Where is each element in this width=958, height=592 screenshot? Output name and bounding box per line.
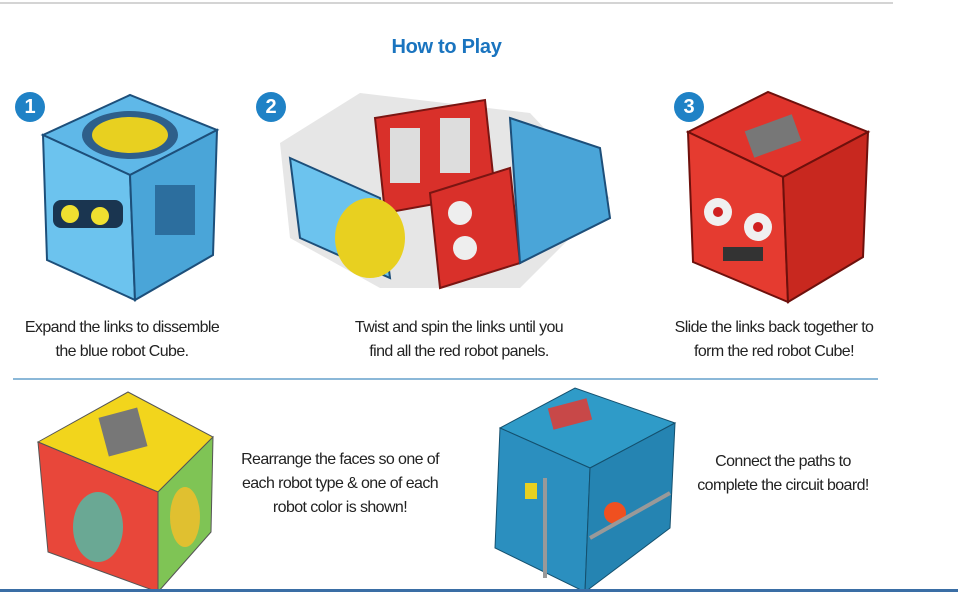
challenge-1-caption-line1: Rearrange the faces so one of bbox=[241, 451, 439, 468]
challenge-2-caption-line1: Connect the paths to bbox=[715, 453, 851, 470]
challenge-2-caption: Connect the paths to complete the circui… bbox=[663, 450, 903, 498]
step-2-badge: 2 bbox=[256, 92, 286, 122]
red-robot-cube-image bbox=[685, 90, 871, 304]
bottom-bar bbox=[0, 589, 958, 592]
step-3-badge: 3 bbox=[674, 92, 704, 122]
challenge-1-caption-line3: robot color is shown! bbox=[272, 499, 408, 516]
challenge-2-caption-line2: complete the circuit board! bbox=[697, 477, 869, 494]
step-3-caption: Slide the links back together to form th… bbox=[654, 316, 894, 364]
section-divider bbox=[13, 378, 878, 380]
step-2-caption-line2: find all the red robot panels. bbox=[369, 343, 549, 360]
step-2-caption-line1: Twist and spin the links until you bbox=[354, 319, 564, 336]
circuit-board-cube-image bbox=[494, 387, 677, 592]
twisting-cube-image bbox=[280, 93, 612, 290]
step-3-caption-line2: form the red robot Cube! bbox=[694, 343, 855, 360]
step-1-caption-line2: the blue robot Cube. bbox=[55, 343, 190, 360]
top-divider bbox=[0, 2, 893, 4]
page-title: How to Play bbox=[391, 36, 502, 58]
blue-robot-cube-image bbox=[40, 93, 220, 302]
step-2-caption: Twist and spin the links until you find … bbox=[329, 316, 589, 364]
challenge-1-caption: Rearrange the faces so one of each robot… bbox=[220, 448, 460, 520]
step-1-badge: 1 bbox=[15, 92, 45, 122]
multicolor-robot-cube-image bbox=[36, 391, 214, 592]
step-3-caption-line1: Slide the links back together to bbox=[674, 319, 874, 336]
step-1-caption: Expand the links to dissemble the blue r… bbox=[2, 316, 242, 364]
challenge-1-caption-line2: each robot type & one of each bbox=[241, 475, 439, 492]
step-1-caption-line1: Expand the links to dissemble bbox=[24, 319, 220, 336]
